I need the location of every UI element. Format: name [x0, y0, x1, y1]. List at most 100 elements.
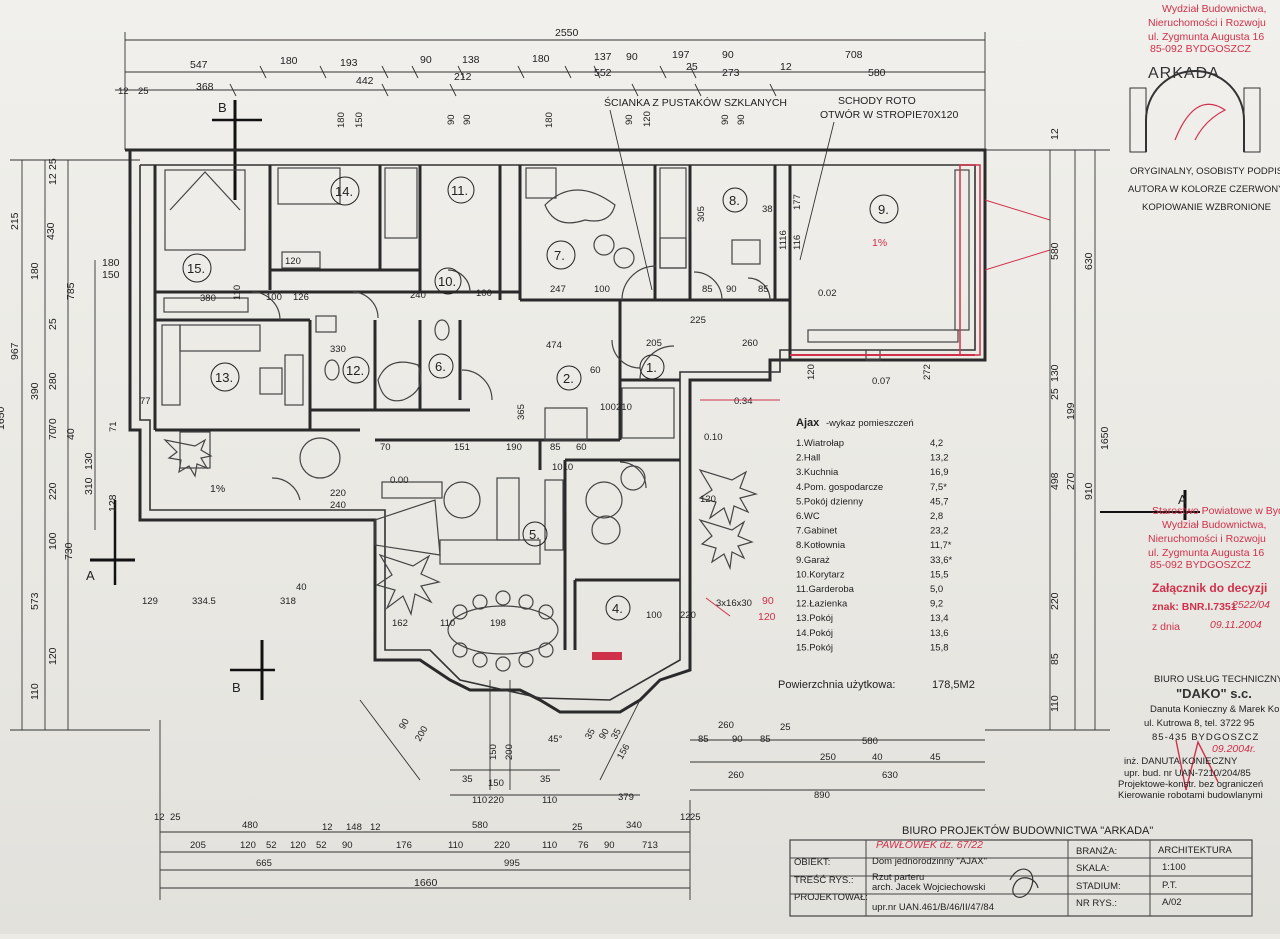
interior-dimensions: 380 120 110 100 126 240 100 247 100 85 9… — [142, 194, 933, 629]
idim-4: 100 — [266, 292, 282, 303]
schedule-room-name: 14.Pokój — [796, 628, 833, 639]
room-4: 4. — [612, 601, 623, 616]
dim-overall-top: 2550 — [555, 27, 579, 39]
schedule-room-name: 1.Wiatrołap — [796, 438, 844, 449]
dim-top-6: 180 — [532, 53, 550, 65]
idim-44: 260 — [742, 338, 758, 349]
g-dim-6: 25 — [780, 722, 791, 733]
dim-top2-6: 273 — [722, 67, 740, 79]
schedule-room-area: 15,8 — [930, 642, 949, 653]
section-a-right-label: A — [1178, 492, 1187, 507]
idim-22: 60 — [576, 442, 587, 453]
sign-ref-hand: 2522/04 — [1231, 599, 1270, 611]
dim-top3-1: 12 — [118, 86, 129, 97]
bs-6: 25 — [572, 822, 583, 833]
tb-upr: upr.nr UAN.461/B/46/II/47/84 — [872, 902, 994, 913]
room-2: 2. — [563, 371, 574, 386]
idim-49: 0.10 — [704, 432, 723, 443]
g-dim-7: 250 — [820, 752, 836, 763]
stamp-mid-4: 85-092 BYDGOSZCZ — [1150, 559, 1252, 571]
arkada-note-2: AUTORA W KOLORZE CZERWONYM — [1128, 184, 1280, 195]
idim-45: 0.02 — [818, 288, 837, 299]
g-dim-10: 260 — [728, 770, 744, 781]
room-5: 5. — [529, 527, 540, 542]
slope-label-1: 1% — [210, 483, 225, 495]
wdim-5: 180 — [544, 112, 555, 128]
g-dim-3: 85 — [698, 734, 709, 745]
schedule-room-area: 13,4 — [930, 613, 949, 624]
idim-47: 0.00 — [390, 475, 409, 486]
rdim-130: 130 — [1049, 364, 1061, 382]
arkada-note-3: KOPIOWANIE WZBRONIONE — [1142, 202, 1271, 213]
idim-15: 205 — [646, 338, 662, 349]
dim-top3-2: 25 — [138, 86, 149, 97]
g-dim-4: 90 — [732, 734, 743, 745]
room-6: 6. — [435, 359, 446, 374]
bottom-dimensions: 480 580 340 205 120 52 120 52 90 176 110… — [154, 720, 701, 900]
ldim-150: 150 — [102, 269, 120, 281]
bs-3: 12 — [322, 822, 333, 833]
b2-1: 205 — [190, 840, 206, 851]
schedule-room-name: 3.Kuchnia — [796, 467, 839, 478]
b2-11: 76 — [578, 840, 589, 851]
idim-6: 240 — [410, 290, 426, 301]
b2-12: 90 — [604, 840, 615, 851]
ldim-71: 71 — [108, 421, 119, 432]
left-dimensions: 967 785 430 390 310 215 180 180 150 25 2… — [0, 158, 151, 731]
idim-37: 220 — [680, 610, 696, 621]
bay-dim-10: 45° — [548, 734, 563, 745]
usable-area-label: Powierzchnia użytkowa: — [778, 679, 895, 691]
dim-top2-2: 442 — [356, 75, 374, 87]
bs-5: 12 — [370, 822, 381, 833]
ldim-100: 100 — [47, 532, 59, 550]
rdim-220: 220 — [1049, 592, 1061, 610]
wdim-6: 90 — [624, 114, 635, 125]
tb-obiekt-hand: PAWŁÓWEK dz. 67/22 — [876, 838, 983, 851]
room-14: 14. — [335, 184, 353, 199]
tb-tresc-label: TREŚĆ RYS.: — [794, 874, 853, 886]
section-b-top-label: B — [218, 100, 227, 115]
dim-top-1: 547 — [190, 59, 208, 71]
schedule-room-name: 15.Pokój — [796, 642, 833, 653]
bay-dim-2: 150 — [488, 778, 504, 789]
dim-top2-5: 25 — [686, 61, 698, 73]
ldim-25: 25 — [47, 318, 59, 330]
schedule-room-name: 10.Korytarz — [796, 569, 845, 580]
top-ticks — [229, 65, 777, 97]
schedule-room-name: 7.Gabinet — [796, 526, 838, 537]
signature-mark — [1175, 739, 1219, 791]
g-dim-5: 85 — [760, 734, 771, 745]
dim-top-9: 197 — [672, 49, 690, 61]
dim-top-2: 180 — [280, 55, 298, 67]
bay-dim-5: 110 — [542, 795, 557, 806]
g-dim-12: 890 — [814, 790, 830, 801]
section-b-bottom-label: B — [232, 680, 241, 695]
dako-5: 85-435 BYDGOSZCZ — [1152, 732, 1259, 743]
rdim-630: 630 — [1083, 252, 1095, 270]
ldim-967: 967 — [9, 342, 21, 360]
b2-5: 52 — [316, 840, 327, 851]
dako-3: Danuta Konieczny & Marek Konieczny — [1150, 704, 1280, 715]
schedule-room-name: 8.Kotłownia — [796, 540, 846, 551]
g-dim-11: 630 — [882, 770, 898, 781]
idim-24: 210 — [616, 402, 632, 413]
tb-stadium-label: STADIUM: — [1076, 881, 1121, 892]
idim-28: 240 — [330, 500, 346, 511]
room-10: 10. — [438, 274, 456, 289]
sign-ref-label: znak: BNR.I.7351 — [1152, 601, 1237, 613]
bay-dim-11: 90 — [397, 717, 412, 732]
stamp-top-right: Wydział Budownictwa, Nieruchomości i Roz… — [1148, 3, 1266, 55]
stamp-mid-0: Starostwo Powiatowe w Bydgoszczy — [1152, 505, 1280, 517]
idim-38: 365 — [516, 404, 527, 420]
bay-dim-13: 35 — [583, 727, 598, 742]
dako-stamp: BIURO USŁUG TECHNICZNYCH "DAKO" s.c. Dan… — [1144, 674, 1280, 743]
idim-2: 120 — [285, 256, 301, 267]
idim-53: 90 — [762, 595, 774, 607]
stairs-label-1: SCHODY ROTO — [838, 95, 916, 107]
bs-8: 25 — [690, 812, 701, 823]
bay-dim-1: 35 — [462, 774, 473, 785]
schedule-room-name: 11.Garderoba — [796, 584, 855, 595]
room-labels: 1. 2. 4. 5. 6. 7. 8. 9. 10. 11. 12. 13. … — [182, 176, 899, 621]
schedule-room-area: 15,5 — [930, 569, 949, 580]
